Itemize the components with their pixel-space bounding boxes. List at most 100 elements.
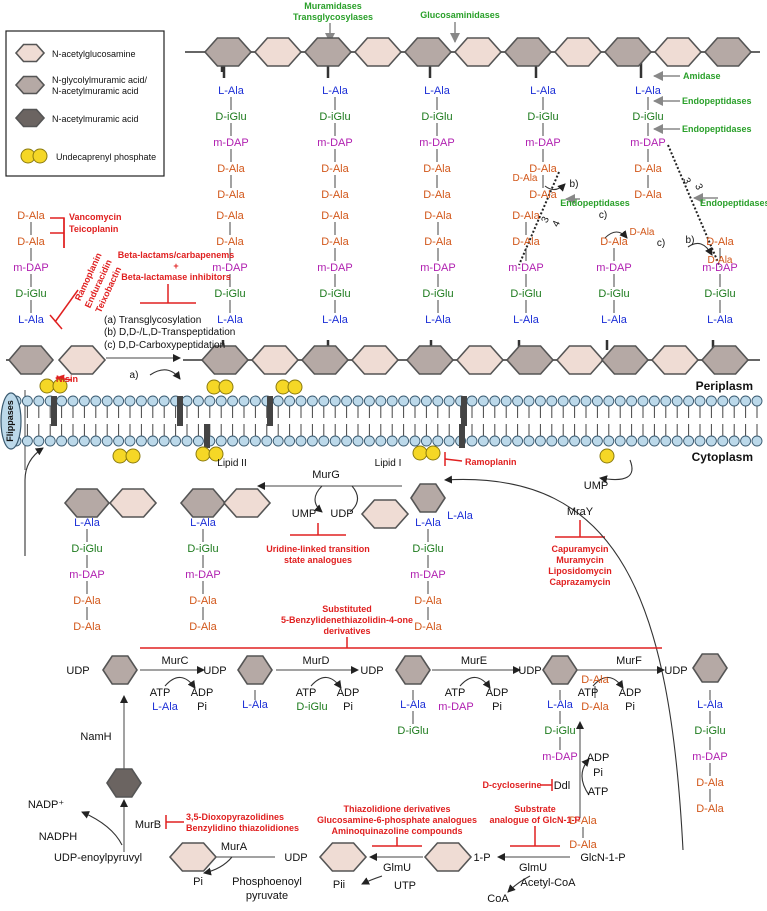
n-acetylmuramic-dark-hexagon bbox=[7, 345, 55, 375]
peri-stem-1-dala: D-Ala bbox=[321, 210, 349, 222]
connector-line bbox=[444, 458, 463, 462]
legend-nam-label-1: N-glycolylmuramic acid/ bbox=[52, 75, 148, 85]
n-acetylglucosamine-hexagon bbox=[57, 345, 107, 375]
top-stem-0-dala: D-Ala bbox=[217, 163, 245, 175]
released-d-ala: D-Ala bbox=[629, 227, 654, 238]
udp-enoylpyruvyl-label: UDP-enoylpyruvyl bbox=[54, 852, 142, 864]
undecaprenyl-phosphate-circle bbox=[125, 448, 141, 464]
peri-stem-3-mdap: m-DAP bbox=[508, 262, 543, 274]
antibiotic-benzylidene-3: derivatives bbox=[323, 626, 370, 636]
top-stem-0-diglu: D-iGlu bbox=[215, 111, 246, 123]
n-acetylglucosamine-hexagon bbox=[455, 345, 505, 375]
peri-stem-3-lala: L-Ala bbox=[513, 314, 540, 326]
lipid1-l-ala: L-Ala bbox=[447, 510, 474, 522]
enzyme-namh: NamH bbox=[80, 731, 111, 743]
peri-stem-0-dala: D-Ala bbox=[216, 210, 244, 222]
undecaprenyl-phosphate-circle bbox=[208, 446, 224, 462]
released-d-ala: D-Ala bbox=[707, 255, 732, 266]
cyto-lipid2-stem-lala: L-Ala bbox=[190, 517, 217, 529]
n-acetylmuramic-dark-hexagon bbox=[102, 655, 138, 685]
enzyme-endopeptidases-1: Endopeptidases bbox=[682, 96, 752, 106]
peri-stem-4-mdap: m-DAP bbox=[596, 262, 631, 274]
udp-label: UDP bbox=[330, 508, 353, 520]
arrow bbox=[459, 676, 491, 689]
antibiotic-thiazolidione: Thiazolidione derivatives bbox=[343, 804, 450, 814]
peri-stem-0-dala: D-Ala bbox=[216, 236, 244, 248]
udp-label: UDP bbox=[518, 665, 541, 677]
lipid-anchor bbox=[461, 396, 467, 426]
top-stem-4-diglu: D-iGlu bbox=[632, 111, 663, 123]
lipid-anchor bbox=[267, 396, 273, 426]
antibiotic-muramycin: Muramycin bbox=[556, 555, 604, 565]
n-acetylmuramic-hexagon bbox=[503, 37, 553, 67]
legend-nag-icon bbox=[14, 43, 46, 63]
n-acetylglucosamine-hexagon bbox=[553, 37, 603, 67]
peri-stem-5-dala: D-Ala bbox=[706, 236, 734, 248]
arrow bbox=[54, 289, 79, 323]
n-acetylglucosamine-hexagon bbox=[222, 488, 272, 518]
top-stem-1-diglu: D-iGlu bbox=[319, 111, 350, 123]
cyto-lipid1-stem-diglu: D-iGlu bbox=[412, 543, 443, 555]
enzyme-glucosaminidases: Glucosaminidases bbox=[420, 10, 500, 20]
murd-product-stem-lala: L-Ala bbox=[400, 699, 427, 711]
legend-nag-label: N-acetylglucosamine bbox=[52, 49, 136, 59]
enzyme-muramidases: Muramidases bbox=[304, 1, 362, 11]
undecaprenyl-phosphate-circle bbox=[218, 379, 234, 395]
cell-membrane bbox=[10, 395, 763, 447]
enzyme-endopeptidases-2: Endopeptidases bbox=[682, 124, 752, 134]
crosslink-label: 3 bbox=[680, 176, 693, 186]
peri-stem-1-dala: D-Ala bbox=[321, 236, 349, 248]
reaction-b: (b) D,D-/L,D-Transpeptidation bbox=[104, 327, 235, 338]
peri-stem-1-diglu: D-iGlu bbox=[319, 288, 350, 300]
added-d-iglu: D-iGlu bbox=[296, 701, 327, 713]
n-acetylmuramic-hexagon bbox=[603, 37, 653, 67]
released-d-ala: D-Ala bbox=[512, 173, 537, 184]
antibiotic-capuramycin: Capuramycin bbox=[551, 544, 608, 554]
n-acetylglucosamine-hexagon bbox=[653, 37, 703, 67]
peri-stem-4-diglu: D-iGlu bbox=[598, 288, 629, 300]
glcn-1-p-label: GlcN-1-P bbox=[580, 852, 625, 864]
n-acetylglucosamine-hexagon bbox=[350, 345, 400, 375]
antibiotic-benzylidino: Benzylidino thiazolidiones bbox=[186, 823, 299, 833]
flippase[interactable] bbox=[0, 392, 22, 450]
antibiotic-ramoplanin-2: Ramoplanin bbox=[465, 457, 517, 467]
udp-label: UDP bbox=[66, 665, 89, 677]
lipid2-periplasm-stem-dala: D-Ala bbox=[17, 236, 45, 248]
top-stem-1-lala: L-Ala bbox=[322, 85, 349, 97]
cyto-lipid2-stem-dala: D-Ala bbox=[189, 621, 217, 633]
cyto-lipid1-stem-mdap: m-DAP bbox=[410, 569, 445, 581]
crosslink-label: 3 bbox=[540, 215, 553, 225]
crosslink-label: 4 bbox=[551, 219, 564, 229]
enzyme-murg: MurG bbox=[312, 469, 340, 481]
undecaprenyl-phosphate-circle bbox=[39, 378, 55, 394]
atp-label: ATP bbox=[150, 687, 171, 699]
n-acetylmuramic-dark-hexagon bbox=[542, 655, 578, 685]
n-acetylmuramic-dark-hexagon bbox=[179, 488, 227, 518]
n-acetylglucosamine-hexagon bbox=[250, 345, 300, 375]
legend-nam-icon bbox=[14, 75, 46, 95]
peri-stem-4-dala: D-Ala bbox=[600, 236, 628, 248]
arrow bbox=[81, 811, 123, 846]
lipid-anchor bbox=[459, 424, 465, 448]
n-acetylmuramic-hexagon bbox=[203, 37, 253, 67]
legend-lipid-label: Undecaprenyl phosphate bbox=[56, 152, 156, 162]
lipid-anchor bbox=[51, 396, 57, 426]
enzyme-amidase: Amidase bbox=[683, 71, 721, 81]
arrow bbox=[604, 230, 628, 239]
top-stem-2-diglu: D-iGlu bbox=[421, 111, 452, 123]
peri-stem-2-lala: L-Ala bbox=[425, 314, 452, 326]
antibiotic-aminoquinazoline: Aminoquinazoline compounds bbox=[332, 826, 463, 836]
pi-label: Pi bbox=[625, 701, 635, 713]
n-acetylmuramic-hexagon bbox=[303, 37, 353, 67]
murf-product-stem-dala: D-Ala bbox=[696, 803, 724, 815]
n-acetylmuramic-hexagon bbox=[700, 345, 750, 375]
phosphoenol-label-1: Phosphoenoyl bbox=[232, 876, 302, 888]
ump-label-2: UMP bbox=[584, 480, 608, 492]
lipid2-periplasm-stem-dala: D-Ala bbox=[17, 210, 45, 222]
n-acetylmuramic-dark-hexagon bbox=[237, 655, 273, 685]
antibiotic-uridine-2: state analogues bbox=[284, 555, 352, 565]
connector-line bbox=[55, 374, 73, 384]
peri-stem-2-diglu: D-iGlu bbox=[422, 288, 453, 300]
arrow bbox=[164, 676, 196, 689]
utp-label: UTP bbox=[394, 880, 416, 892]
